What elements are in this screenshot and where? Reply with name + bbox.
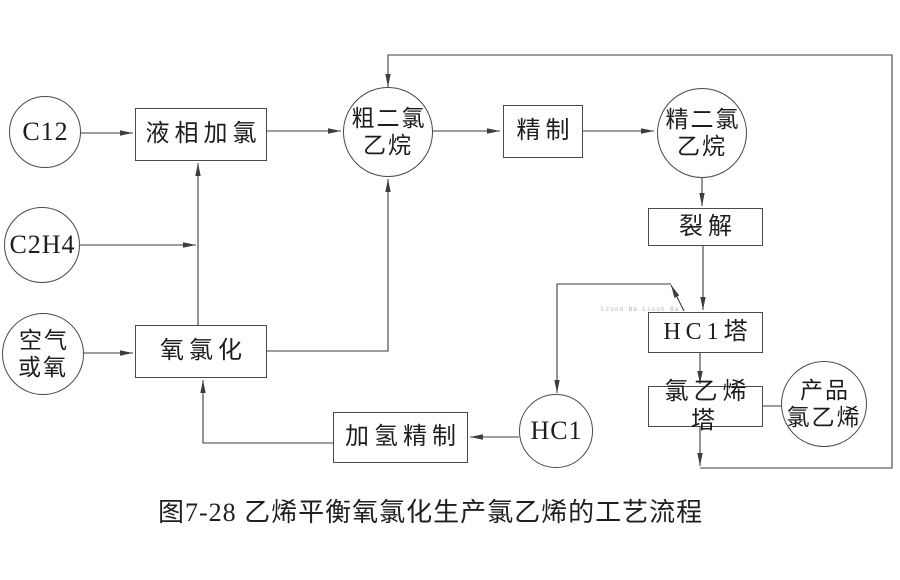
connector-edc-recycle-loop xyxy=(387,54,893,469)
arrowhead-refining-to-pure-edc xyxy=(641,128,654,134)
arrowhead-offgas-to-hcl xyxy=(554,380,560,393)
node-cracking: 裂解 xyxy=(648,208,763,246)
arrowhead-crude-edc-to-refining xyxy=(487,128,500,134)
node-c2h4: C2H4 xyxy=(4,207,80,283)
node-label-crude-edc: 粗二氯 乙烷 xyxy=(351,105,427,158)
node-label-c2h4: C2H4 xyxy=(9,229,76,259)
node-label-hcl: HC1 xyxy=(530,415,583,445)
node-label-cracking: 裂解 xyxy=(679,213,737,240)
node-oxychlorination: 氧氯化 xyxy=(135,325,267,378)
node-hydro-refining: 加氢精制 xyxy=(333,412,468,463)
node-hcl-tower: HC1塔 xyxy=(648,312,763,353)
node-label-oxychlorination: 氧氯化 xyxy=(160,338,247,365)
connector-offgas-to-hcl xyxy=(556,283,671,393)
connector-hydro-refining-to-oxychlorination xyxy=(202,380,333,444)
node-label-liquid-chlorination: 液相加氯 xyxy=(145,121,262,148)
arrowhead-c2h4-feed xyxy=(183,242,196,248)
figure-caption: 图7-28 乙烯平衡氧氯化生产氯乙烯的工艺流程 xyxy=(158,498,704,527)
node-crude-edc: 粗二氯 乙烷 xyxy=(343,87,433,177)
arrowhead-vcm-tower-bottoms-down xyxy=(697,453,703,466)
node-vcm-tower: 氯乙烯塔 xyxy=(648,379,763,434)
node-cl2: C12 xyxy=(9,96,81,168)
node-refining: 精制 xyxy=(503,105,583,158)
node-label-cl2: C12 xyxy=(22,116,69,146)
node-label-refining: 精制 xyxy=(516,118,575,145)
node-product-vcm: 产品 氯乙烯 xyxy=(781,361,867,447)
arrowhead-hcl-tower-to-vcm-tower xyxy=(697,371,703,384)
node-label-hydro-refining: 加氢精制 xyxy=(345,424,461,451)
arrowhead-cl2-to-liquid-chlorination xyxy=(120,130,133,136)
node-label-pure-edc: 精二氯 乙烷 xyxy=(665,106,741,159)
connector-oxychlorination-to-crude-edc xyxy=(267,179,389,352)
arrowhead-air-to-oxychlorination xyxy=(120,350,133,356)
node-label-hcl-tower: HC1塔 xyxy=(663,319,753,346)
arrowhead-hcl-tower-offgas xyxy=(671,285,680,298)
node-hcl: HC1 xyxy=(519,394,593,468)
arrowhead-c2h4-riser xyxy=(195,163,201,176)
node-label-vcm-tower: 氯乙烯塔 xyxy=(664,379,752,434)
node-pure-edc: 精二氯 乙烷 xyxy=(657,88,747,178)
node-liquid-chlorination: 液相加氯 xyxy=(135,108,267,161)
watermark-text: Lzoon Ba Lzoon Ba xyxy=(601,306,680,313)
node-air-or-oxygen: 空气 或氧 xyxy=(2,313,84,395)
arrowhead-hcl-to-hydro-refining xyxy=(470,434,483,440)
arrowhead-edc-recycle-loop xyxy=(385,74,391,87)
node-label-product-vcm: 产品 氯乙烯 xyxy=(786,377,862,430)
arrowhead-hydro-refining-to-oxychlorination xyxy=(200,380,206,393)
arrowhead-oxychlorination-to-crude-edc xyxy=(385,179,391,192)
arrowhead-pure-edc-to-cracking xyxy=(699,193,705,206)
arrowhead-cracking-to-hcl-tower xyxy=(700,297,706,310)
node-label-air-or-oxygen: 空气 或氧 xyxy=(18,327,69,380)
arrowhead-liquid-chlorination-to-crude-edc xyxy=(328,128,341,134)
